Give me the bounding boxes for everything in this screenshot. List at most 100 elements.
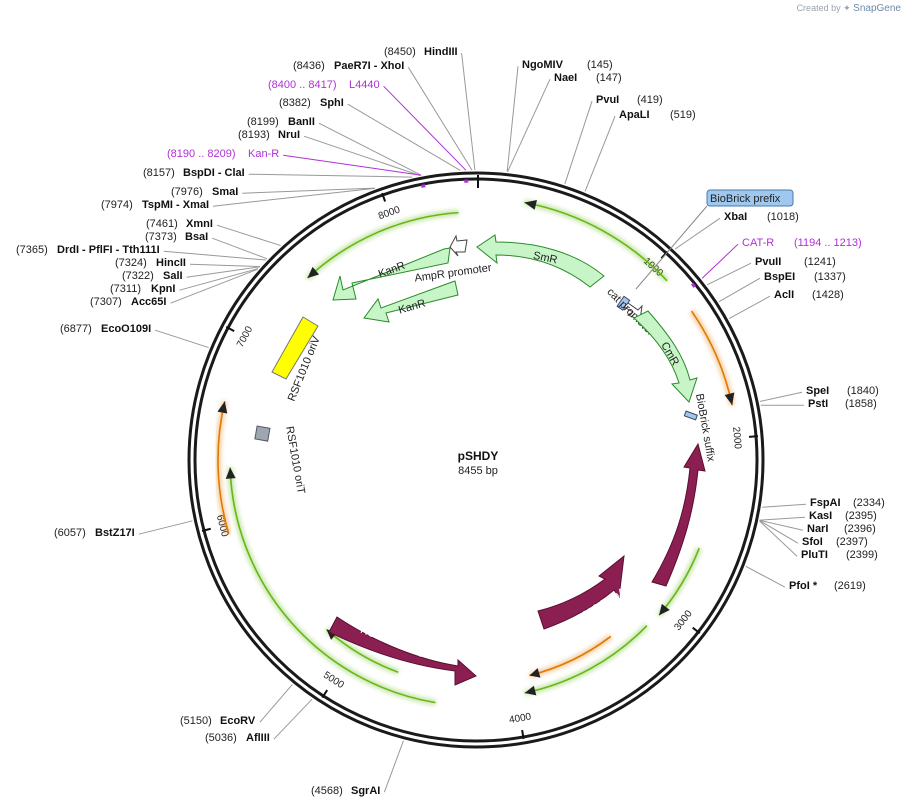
snapgene-credit: Created by ✦ SnapGene xyxy=(797,3,901,14)
bsai-pos: (7373) xyxy=(145,231,177,243)
leader-afliii xyxy=(273,698,313,740)
repc-arrow xyxy=(651,442,706,587)
ampr-promoter-arrow xyxy=(449,234,468,257)
snapgene-logo-icon: ✦ xyxy=(843,3,851,13)
label-ecorv: (5150) EcoRV xyxy=(180,715,256,727)
arc-repa-outer-glow xyxy=(524,623,650,696)
arc-smr-region-arrowhead-icon xyxy=(524,200,537,210)
drdi-pos: (7365) xyxy=(16,244,48,256)
leader-fspai xyxy=(762,503,807,508)
pluti-name: PluTI xyxy=(801,549,828,561)
label-hincii: (7324) HincII xyxy=(115,257,186,269)
leader-pvui xyxy=(564,101,593,185)
orit-marker xyxy=(254,425,271,442)
xmni-name: XmnI xyxy=(186,218,213,230)
label-xhoi: (8436) PaeR7I - XhoI xyxy=(293,60,404,72)
hincii-pos: (7324) xyxy=(115,257,147,269)
arc-smr-region xyxy=(524,201,668,282)
tick-label-4000: 4000 xyxy=(508,711,532,726)
plasmid-length: 8455 bp xyxy=(458,465,498,477)
leader-sfoi xyxy=(759,520,799,544)
tick-mark-7000 xyxy=(225,326,235,333)
credit-brand: SnapGene xyxy=(853,3,901,14)
label-pvui: PvuI (419) xyxy=(596,94,663,106)
label-xmni: (7461) XmnI xyxy=(146,218,213,230)
xmni-pos: (7461) xyxy=(146,218,178,230)
acc65i-pos: (7307) xyxy=(90,296,122,308)
leader-tspmi-xmai xyxy=(212,187,375,207)
label-acli: AclI (1428) xyxy=(774,289,844,301)
pvui-name: PvuI xyxy=(596,94,619,106)
tick-mark-3000 xyxy=(692,626,701,634)
naei-name: NaeI xyxy=(554,72,577,84)
biobrick-suffix-marker xyxy=(683,410,698,421)
leader-sphi xyxy=(347,103,461,171)
banii-name: BanII xyxy=(288,116,315,128)
sgrai-pos: (4568) xyxy=(311,785,343,797)
tick-label-5000: 5000 xyxy=(321,670,346,692)
repc-label: RSF1010 RepC xyxy=(705,470,740,548)
tick-label-2000: 2000 xyxy=(730,426,743,450)
label-kasi: KasI (2395) xyxy=(809,510,877,522)
clai-name: BspDI - ClaI xyxy=(183,167,245,179)
spei-name: SpeI xyxy=(806,385,829,397)
pvui-pos: (419) xyxy=(637,94,663,106)
arc-kanr-region xyxy=(306,211,459,279)
xbai-name: XbaI xyxy=(724,211,747,223)
l4440-name: L4440 xyxy=(349,79,380,91)
label-apali: ApaLI (519) xyxy=(619,109,696,121)
tick-mark-2000 xyxy=(748,435,759,438)
spei-pos: (1840) xyxy=(847,385,879,397)
leader-acli xyxy=(728,295,771,319)
leader-ngomiv xyxy=(506,66,519,172)
label-fspai: FspAI (2334) xyxy=(810,497,885,509)
leader-ecoo109i xyxy=(154,329,209,349)
label-cat-r-primer: CAT-R (1194 .. 1213) xyxy=(742,237,862,249)
arc-repb-outer-glow xyxy=(227,467,437,706)
label-bstz17i: (6057) BstZ17I xyxy=(54,527,135,539)
leader-pfoi- xyxy=(745,565,786,588)
leader-xmni xyxy=(216,224,281,247)
apali-pos: (519) xyxy=(670,109,696,121)
label-bsai: (7373) BsaI xyxy=(145,231,208,243)
fspai-name: FspAI xyxy=(810,497,841,509)
sfoi-pos: (2397) xyxy=(836,536,868,548)
tick-mark-5000 xyxy=(321,689,329,699)
arc-repa-inner-arrowhead-icon xyxy=(529,668,541,678)
apali-name: ApaLI xyxy=(619,109,650,121)
kpni-name: KpnI xyxy=(151,283,175,295)
sphi-name: SphI xyxy=(320,97,344,109)
smr-label: SmR xyxy=(532,250,558,267)
label-drdi: (7365) DrdI - PflFI - Tth111I xyxy=(16,244,160,256)
psti-name: PstI xyxy=(808,398,828,410)
label-xbai: XbaI (1018) xyxy=(724,211,799,223)
leader-xbai xyxy=(674,217,721,250)
label-kpni: (7311) KpnI xyxy=(110,283,175,295)
label-acc65i: (7307) Acc65I xyxy=(90,296,166,308)
oriv-block xyxy=(271,316,319,380)
arc-cmr-region-arrowhead-icon xyxy=(724,392,735,406)
ecorv-pos: (5150) xyxy=(180,715,212,727)
repa-arrow xyxy=(537,554,625,630)
pvuii-name: PvuII xyxy=(755,256,781,268)
label-bspei: BspEI (1337) xyxy=(764,271,846,283)
leader-spei xyxy=(759,391,803,402)
label-psti: PstI (1858) xyxy=(808,398,877,410)
arc-repb-outer xyxy=(229,467,436,704)
label-sgrai: (4568) SgrAI xyxy=(311,785,380,797)
sali-name: SalI xyxy=(163,270,183,282)
biobrick-prefix-box xyxy=(706,189,794,207)
primer-mark-kan-r xyxy=(420,184,426,188)
leader-sali xyxy=(186,266,260,278)
tick-label-8000: 8000 xyxy=(377,204,402,222)
leader-smai xyxy=(242,187,375,194)
leader-kpni xyxy=(179,268,259,291)
biobrick-prefix-leader xyxy=(635,205,708,290)
leader-nari xyxy=(759,519,804,531)
leader-bspei xyxy=(718,277,761,303)
label-sali: (7322) SalI xyxy=(122,270,183,282)
feature-arcs xyxy=(215,199,736,706)
credit-prefix: Created by xyxy=(796,3,841,13)
label-pvuii: PvuII (1241) xyxy=(755,256,836,268)
